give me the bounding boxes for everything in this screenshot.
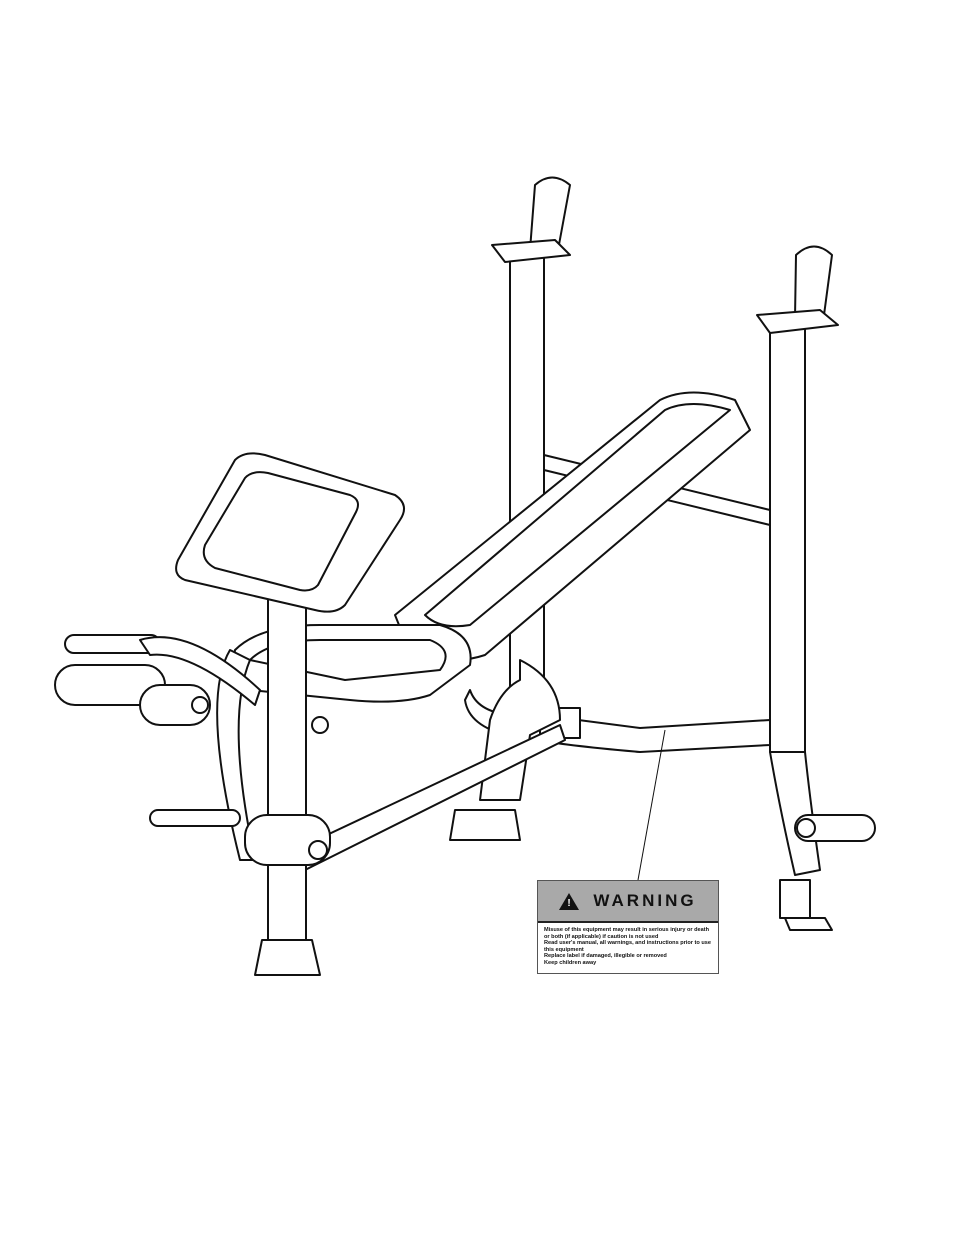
warning-triangle-icon: !	[559, 892, 580, 910]
preacher-curl-pad	[175, 452, 405, 613]
leg-developer	[54, 634, 331, 866]
warning-line: Replace label if damaged, illegible or r…	[544, 953, 667, 960]
warning-text: Misuse of this equipment may result in s…	[538, 923, 718, 971]
warning-line: Misuse of this equipment may result in s…	[544, 927, 710, 940]
right-upright	[756, 245, 839, 931]
warning-line: Read user's manual, all warnings, and in…	[544, 940, 712, 953]
backrest-pad	[394, 391, 751, 661]
warning-line: Keep children away	[544, 959, 597, 966]
warning-label: ! WARNING Misuse of this equipment may r…	[537, 880, 719, 974]
warning-header: ! WARNING	[538, 881, 718, 923]
base-frame	[294, 724, 566, 871]
label-leader-line	[637, 729, 666, 881]
warning-title: WARNING	[593, 891, 697, 910]
